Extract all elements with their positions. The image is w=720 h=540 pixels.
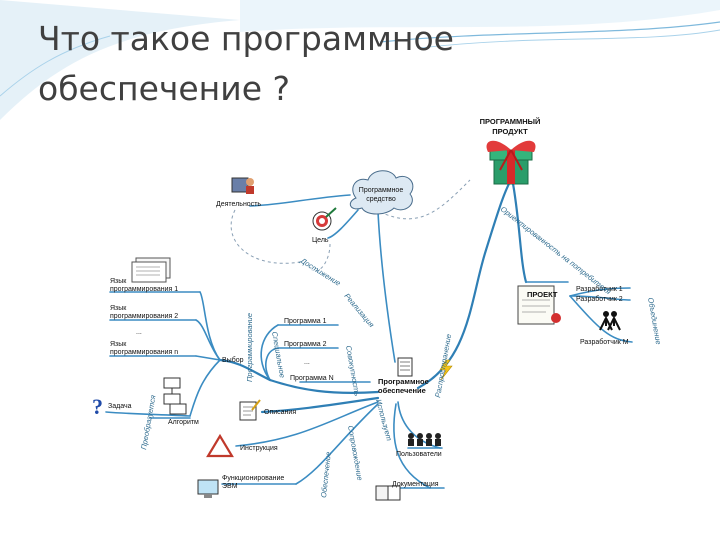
task-algorithm-group: ? Задача Алгоритм — [92, 377, 199, 426]
developer-2-label: Разработчик 2 — [576, 295, 623, 303]
title-line-2: обеспечение ? — [38, 69, 290, 108]
description-group: Описания — [239, 399, 296, 421]
developer-1-label: Разработчик 1 — [576, 285, 623, 293]
activity-label: Деятельность — [216, 201, 261, 208]
lang2-line-1: Язык — [110, 305, 127, 312]
scroll-icon — [517, 285, 561, 325]
computer-label-line-1: Функционирование — [222, 475, 284, 482]
langn-line-1: Язык — [110, 341, 127, 348]
choice-label: Выбор — [222, 356, 244, 364]
instruction-group: Инструкция — [206, 433, 278, 458]
lang-dots: ... — [136, 329, 142, 336]
program-1-label: Программа 1 — [284, 318, 327, 325]
program-n-label: Программа N — [290, 375, 334, 382]
connection-lines — [105, 176, 633, 489]
target-icon — [312, 207, 337, 231]
edge-label-programming: Программирование — [245, 313, 254, 382]
document-stack-icon — [131, 257, 171, 283]
warning-triangle-icon — [206, 433, 234, 458]
edge-label-spec: Специальное — [270, 331, 287, 379]
lightning-icon — [439, 359, 453, 381]
goal-node: Цель — [312, 207, 337, 244]
programs-group: Программа 1 Программа 2 ... Программа N — [284, 318, 334, 382]
langn-line-2: программирования n — [110, 349, 178, 356]
edge-label-implementation: Реализация — [342, 292, 376, 330]
header-wave-decoration — [0, 0, 720, 120]
developers-group: Разработчик 1 Разработчик 2 Разработчик … — [576, 285, 629, 346]
cloud-label-line-2: средство — [366, 196, 396, 203]
project-label: ПРОЕКТ — [527, 290, 558, 299]
edge-label-usage: Использует — [374, 398, 394, 442]
program-2-label: Программа 2 — [284, 341, 327, 348]
documentation-label: Документация — [392, 481, 439, 488]
algorithm-label: Алгоритм — [168, 419, 199, 426]
server-icon — [397, 357, 413, 377]
edge-label-reach: Достижение — [298, 256, 342, 288]
title-line-1: Что такое программное — [38, 19, 454, 58]
slide-title: Что такое программное обеспечение ? — [38, 14, 558, 114]
question-mark-icon: ? — [92, 394, 103, 419]
edge-label-maint: Сопровождение — [346, 425, 365, 481]
center-label-line-1: Программное — [378, 377, 429, 386]
lang2-line-2: программирования 2 — [110, 313, 178, 320]
users-group: Пользователи — [396, 433, 442, 458]
documentation-group: Документация — [375, 481, 439, 501]
computer-group: Функционирование ЭВМ — [197, 475, 284, 498]
product-label-line-1: ПРОГРАММНЫЙ — [480, 117, 541, 126]
computer-monitor-icon — [197, 479, 219, 498]
computer-label-line-2: ЭВМ — [222, 483, 238, 490]
central-software-node: Программное обеспечение — [378, 357, 453, 395]
instruction-label: Инструкция — [240, 445, 278, 452]
edge-label-support: Обеспечение — [319, 451, 333, 498]
edit-document-icon — [239, 399, 261, 421]
person-at-computer-icon — [231, 177, 254, 194]
task-label: Задача — [108, 403, 132, 410]
center-label-line-2: обеспечение — [378, 386, 426, 395]
edge-label-association: Объединение — [646, 297, 663, 345]
flowchart-icon — [163, 377, 187, 415]
software-tool-cloud: Программное средство — [349, 170, 414, 215]
gift-box-icon — [486, 140, 536, 185]
program-product-node: ПРОГРАММНЫЙ ПРОДУКТ — [480, 117, 541, 185]
description-label: Описания — [264, 409, 296, 416]
book-icon — [375, 485, 401, 501]
developer-m-label: Разработчик М — [580, 338, 629, 346]
lang1-line-2: программирования 1 — [110, 286, 178, 293]
activity-node: Деятельность — [216, 177, 261, 208]
product-label-line-2: ПРОДУКТ — [492, 127, 528, 136]
lang1-line-1: Язык — [110, 278, 127, 285]
users-label: Пользователи — [396, 451, 442, 458]
edge-label-collection: Совокупность — [344, 345, 362, 397]
people-icon — [408, 433, 441, 446]
edge-label-transform: Преобразуется — [139, 394, 157, 450]
program-dots-label: ... — [304, 359, 310, 366]
goal-label: Цель — [312, 237, 329, 244]
project-group: ПРОЕКТ — [517, 285, 561, 325]
developers-figures-icon — [599, 311, 621, 331]
languages-group: Язык программирования 1 Язык программиро… — [110, 257, 244, 364]
cloud-label-line-1: Программное — [359, 187, 404, 194]
